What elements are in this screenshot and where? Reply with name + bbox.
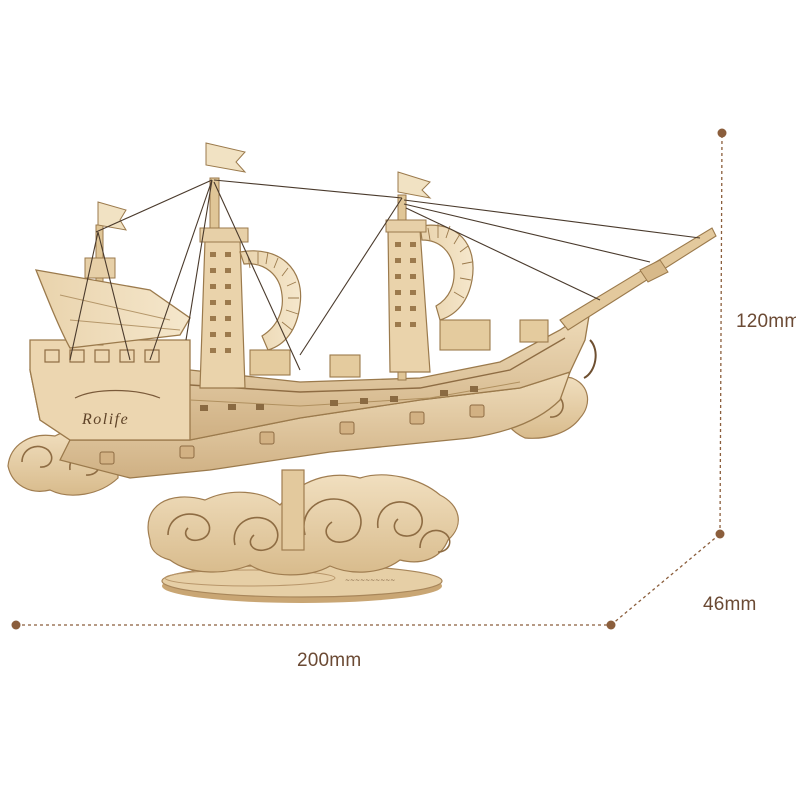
- fore-mast: [385, 171, 474, 381]
- deck-structures: [249, 319, 549, 378]
- rigging: [69, 179, 701, 371]
- dimension-endpoints: [11, 128, 727, 630]
- depth-end-dot: [715, 529, 725, 539]
- fore-flag: [397, 171, 432, 199]
- wave-support: [147, 469, 459, 576]
- bowsprit: [559, 227, 717, 379]
- height-top-dot: [717, 128, 727, 138]
- depth-dimension-label: 46mm: [703, 594, 757, 615]
- main-mast: [199, 142, 302, 389]
- height-dimension-line: [719, 132, 723, 535]
- width-end-dot: [606, 620, 616, 630]
- width-dimension-label: 200mm: [297, 650, 362, 671]
- svg-text:~~~~~~~~~~: ~~~~~~~~~~: [345, 577, 395, 584]
- ship-hull: Rolife: [29, 308, 591, 479]
- width-start-dot: [11, 620, 21, 630]
- display-stand: ~~~~~~~~~~: [161, 564, 443, 603]
- nameplate-text: Rolife: [81, 411, 129, 428]
- dimension-lines: [16, 132, 723, 626]
- height-dimension-label: 120mm: [736, 311, 796, 332]
- mizzen-mast: [34, 201, 191, 349]
- main-flag: [205, 142, 247, 173]
- mizzen-flag: [97, 201, 127, 231]
